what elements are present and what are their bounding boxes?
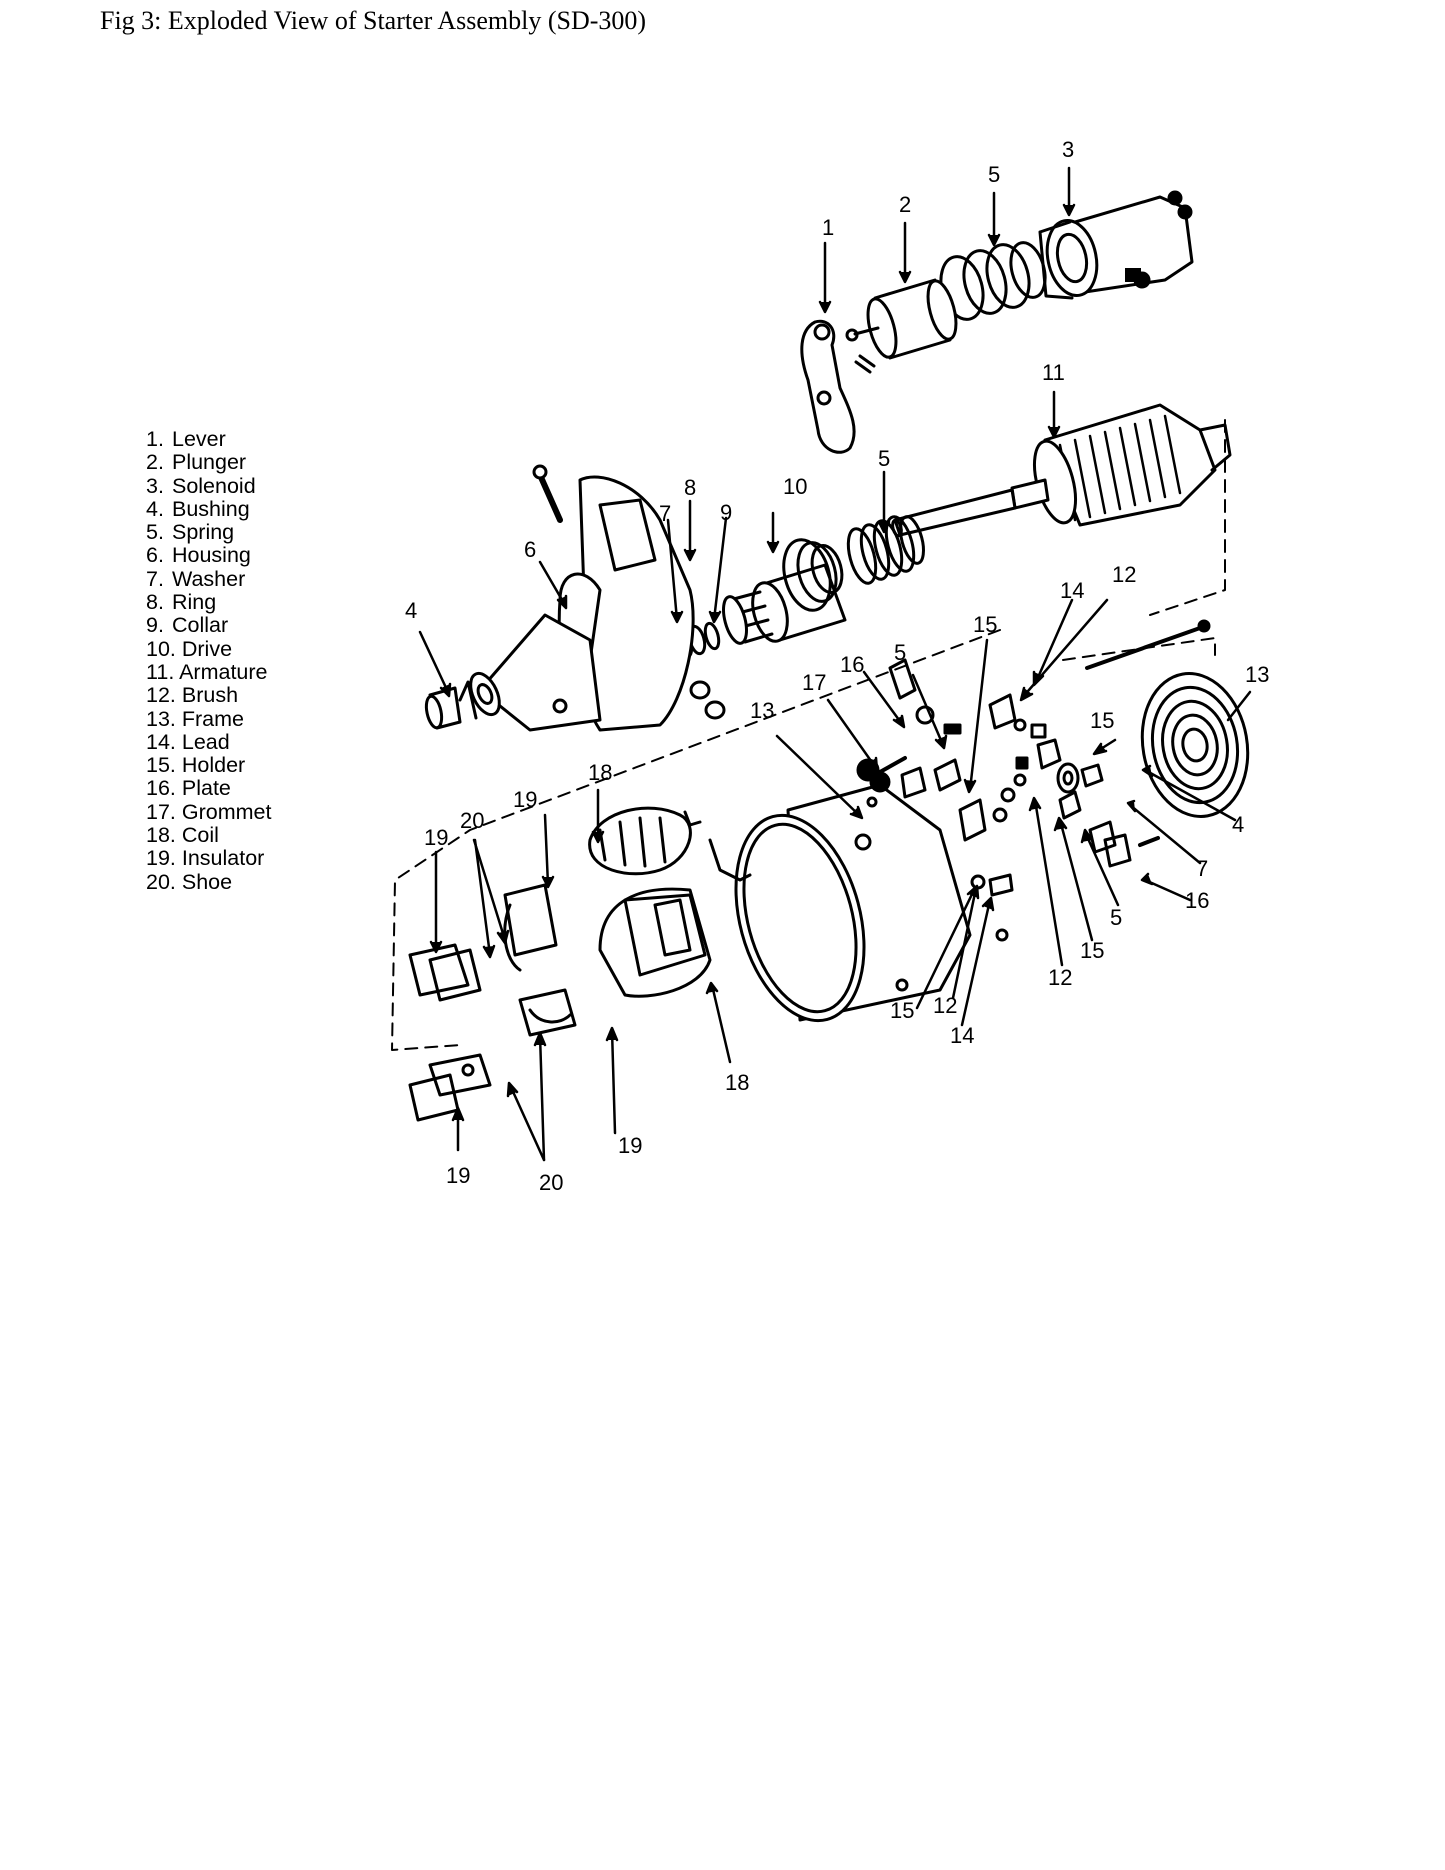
assembly-guide-lines	[391, 419, 1226, 1051]
callout-label: 6	[524, 537, 536, 562]
callout-label: 12	[933, 993, 957, 1018]
legend-item: 3. Solenoid	[146, 473, 256, 498]
callout-label: 5	[1110, 905, 1122, 930]
drive-part	[722, 538, 847, 645]
leader-lines	[418, 166, 1252, 1162]
solenoid-part	[1038, 190, 1194, 300]
legend-item: 8. Ring	[146, 590, 217, 615]
legend-item: 11. Armature	[146, 659, 268, 684]
callout-label: 11	[1042, 360, 1065, 385]
callout-label: 2	[899, 192, 911, 217]
legend-item: 4. Bushing	[146, 496, 250, 521]
legend-item: 9. Collar	[146, 613, 229, 638]
callout-label: 8	[684, 475, 696, 500]
callout-label: 15	[890, 998, 914, 1023]
legend-item: 20. Shoe	[146, 869, 233, 894]
callout-label: 14	[950, 1023, 974, 1048]
callout-label: 3	[1062, 137, 1074, 162]
coil-part	[588, 806, 752, 998]
callout-label: 4	[1232, 812, 1244, 837]
figure-title: Fig 3: Exploded View of Starter Assembly…	[100, 6, 647, 35]
callout-label: 19	[513, 787, 537, 812]
callout-label: 15	[1090, 708, 1114, 733]
callout-label: 7	[659, 501, 671, 526]
legend-item: 10. Drive	[146, 636, 233, 661]
brush-rig-part	[869, 658, 1160, 942]
lever-part	[800, 319, 876, 454]
legend-item: 12. Brush	[146, 683, 239, 708]
legend-item: 1. Lever	[146, 427, 226, 451]
callout-label: 18	[588, 760, 612, 785]
callout-label: 5	[894, 640, 906, 665]
callout-label: 5	[988, 162, 1000, 187]
frame-part	[734, 783, 972, 1023]
legend-item: 2. Plunger	[146, 450, 247, 475]
armature-part	[891, 403, 1232, 538]
callout-label: 19	[424, 825, 448, 850]
housing-part	[458, 464, 695, 732]
legend-item: 13. Frame	[146, 706, 244, 731]
callout-label: 1	[822, 215, 834, 240]
callout-label: 16	[840, 652, 864, 677]
legend-item: 5. Spring	[146, 520, 235, 545]
legend-item: 19. Insulator	[146, 846, 265, 871]
plunger-part	[845, 278, 958, 360]
end-frame-part	[1085, 619, 1250, 818]
callout-label: 4	[405, 598, 417, 623]
callout-label: 15	[1080, 938, 1104, 963]
callout-label: 5	[878, 446, 890, 471]
callout-label: 19	[618, 1133, 642, 1158]
callout-label: 16	[1185, 888, 1209, 913]
legend-item: 7. Washer	[146, 566, 246, 591]
legend-item: 6. Housing	[146, 543, 251, 568]
callout-label: 20	[460, 808, 484, 833]
spring-part	[846, 515, 925, 585]
legend-item: 14. Lead	[146, 729, 230, 754]
callout-label: 10	[783, 474, 807, 499]
legend-item: 16. Plate	[146, 776, 231, 801]
bushing-part	[424, 686, 462, 730]
callout-label: 17	[802, 670, 826, 695]
callout-label: 14	[1060, 578, 1084, 603]
callout-label: 12	[1048, 965, 1072, 990]
legend-item: 18. Coil	[146, 823, 219, 848]
callout-label: 13	[1245, 662, 1269, 687]
parts-legend: 1. Lever 2. Plunger 3. Solenoid 4. Bushi…	[146, 427, 272, 894]
callout-label: 9	[720, 500, 732, 525]
callout-label: 15	[973, 612, 997, 637]
callout-label: 7	[1196, 856, 1208, 881]
callout-labels: 1 2 3 5 11 5 8 10 7 9 6 4 12 14 15 16 5 …	[405, 137, 1269, 1195]
callout-label: 13	[750, 698, 774, 723]
callout-label: 12	[1112, 562, 1136, 587]
callout-label: 20	[539, 1170, 563, 1195]
callout-label: 19	[446, 1163, 470, 1188]
legend-item: 15. Holder	[146, 753, 246, 778]
callout-label: 18	[725, 1070, 749, 1095]
legend-item: 17. Grommet	[146, 799, 272, 824]
